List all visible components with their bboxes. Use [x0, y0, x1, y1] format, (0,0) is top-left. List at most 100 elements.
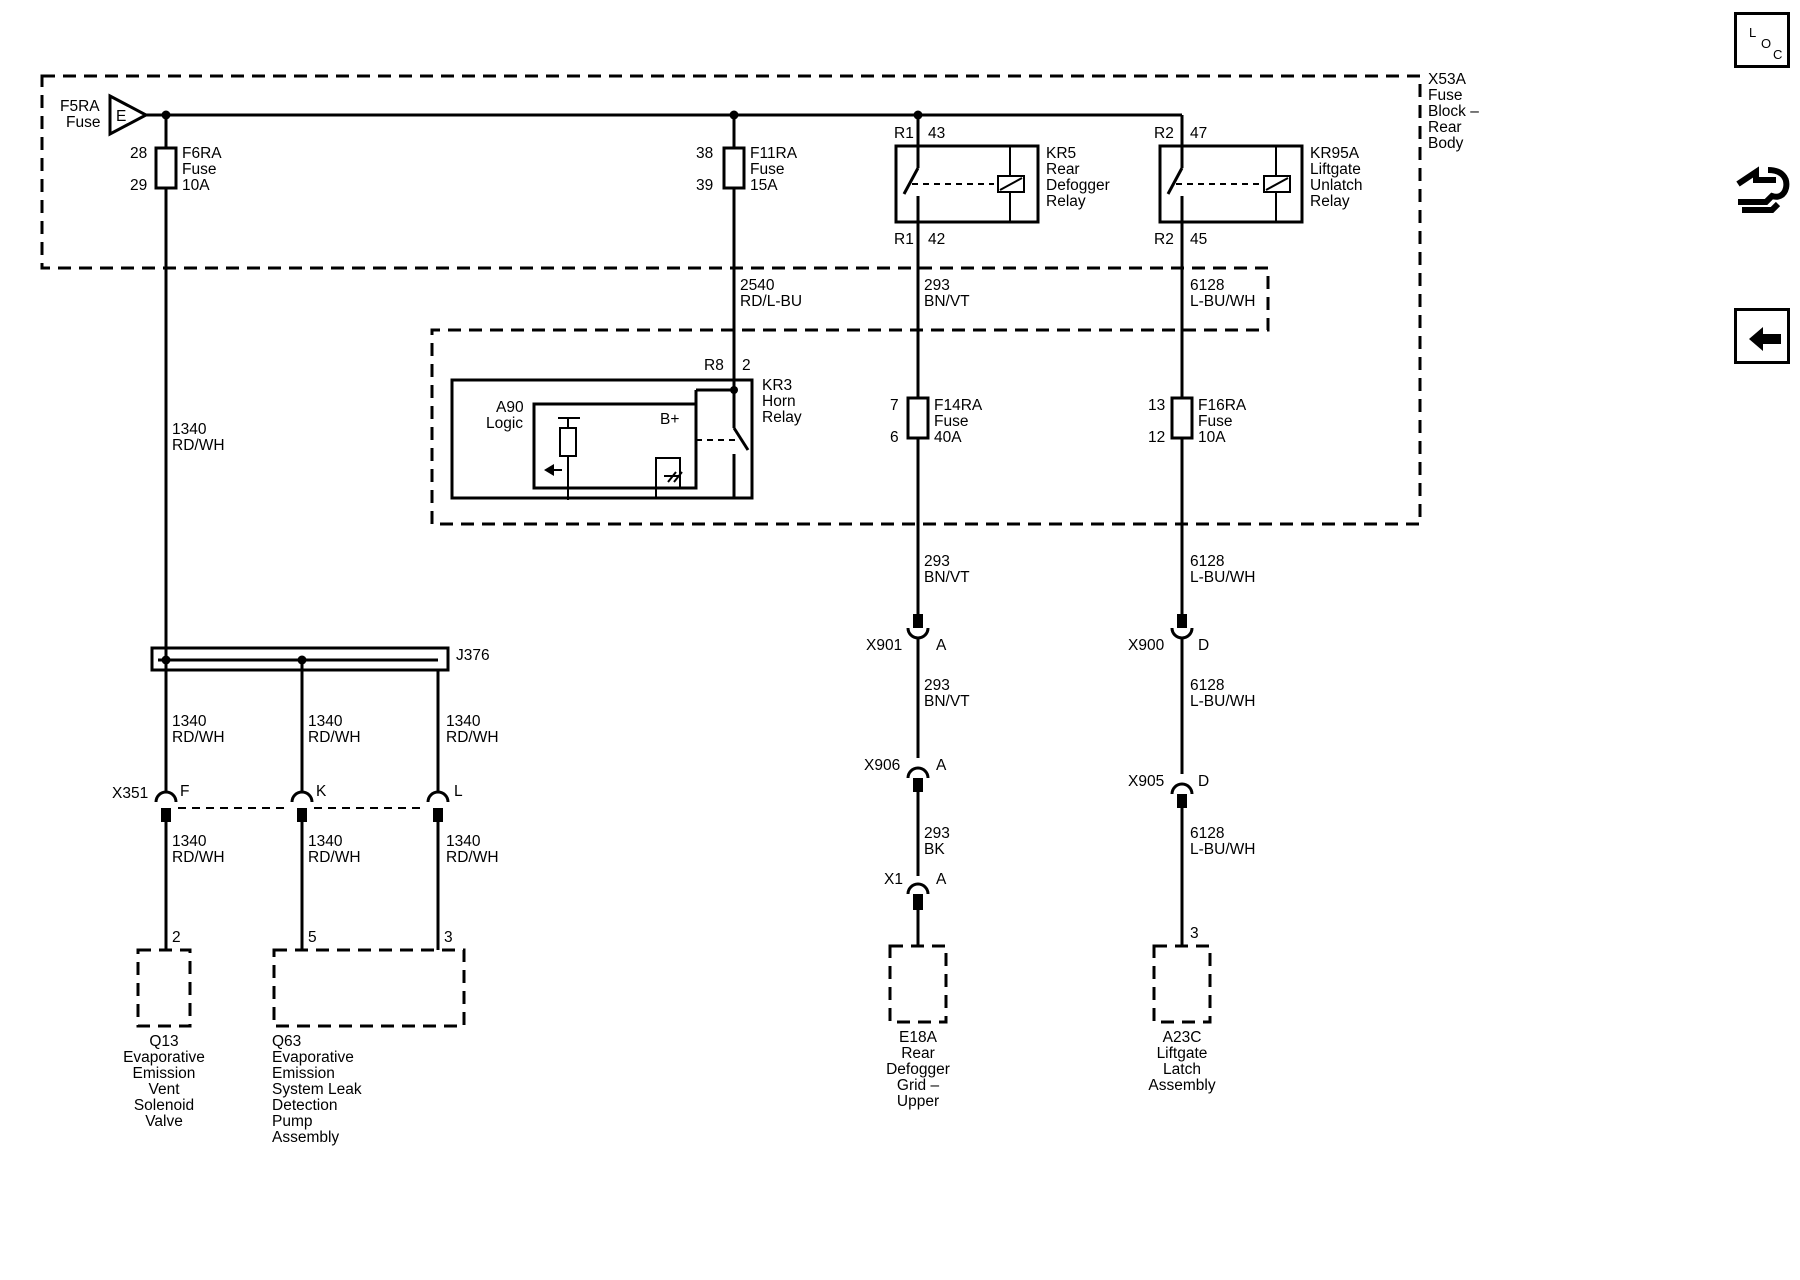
kr95a-word-2: Unlatch	[1310, 177, 1363, 194]
wire-1340-circuit-f: 1340	[308, 833, 343, 850]
feed-fuse-word: Fuse	[66, 114, 100, 131]
q63-word-1: Evaporative	[272, 1049, 354, 1066]
x900-pin: D	[1198, 637, 1209, 654]
kr95a-bottom-connector: R2	[1154, 231, 1174, 248]
wire-1340-color-f: RD/WH	[308, 849, 361, 866]
feed-fuse-name: F5RA	[60, 98, 100, 115]
kr95a-word-3: Relay	[1310, 193, 1350, 210]
x905-pin: D	[1198, 773, 1209, 790]
horn-relay-switch	[732, 427, 750, 451]
fuse-block-label-4: Rear	[1428, 119, 1462, 136]
kr5-bottom-pin: 42	[928, 231, 945, 248]
q63-word-6: Assembly	[272, 1129, 339, 1146]
x901-name: X901	[866, 637, 902, 654]
q63-name: Q63	[272, 1033, 301, 1050]
wire-293-color-a: BN/VT	[924, 293, 970, 310]
f16ra-name: F16RA	[1198, 397, 1247, 414]
kr95a-top-pin: 47	[1190, 125, 1207, 142]
a90-bplus: B+	[660, 411, 679, 428]
splice-j376-label: J376	[456, 647, 490, 664]
f11ra-rating: 15A	[750, 177, 778, 194]
fuse-f14ra	[906, 396, 930, 440]
wire-6128-color-d: L-BU/WH	[1190, 841, 1255, 858]
kr95a-bottom-pin: 45	[1190, 231, 1207, 248]
component-e18a	[888, 944, 948, 1024]
kr95a-top-connector: R2	[1154, 125, 1174, 142]
a90-word: Logic	[486, 415, 523, 432]
fuse-f16ra	[1170, 396, 1194, 440]
f6ra-rating: 10A	[182, 177, 210, 194]
kr5-word-1: Rear	[1046, 161, 1080, 178]
fuse-block-label-2: Fuse	[1428, 87, 1462, 104]
q13-word-4: Solenoid	[134, 1097, 194, 1114]
fuse-block-outline	[40, 74, 1422, 526]
x351-name: X351	[112, 785, 148, 802]
q13-word-1: Evaporative	[123, 1049, 205, 1066]
wire-6128-circuit-a: 6128	[1190, 277, 1224, 294]
kr95a-name: KR95A	[1310, 145, 1360, 162]
q13-pin: 2	[172, 929, 181, 946]
loc-letter-o: O	[1761, 36, 1771, 51]
x905-name: X905	[1128, 773, 1164, 790]
f11ra-name: F11RA	[750, 145, 798, 162]
q63-pin-3: 3	[444, 929, 453, 946]
wire-1340-color-d: RD/WH	[446, 729, 499, 746]
kr3-pin-number: 2	[742, 357, 751, 374]
a23c-word-2: Latch	[1163, 1061, 1201, 1078]
back-button[interactable]	[1734, 308, 1790, 364]
kr5-name: KR5	[1046, 145, 1076, 162]
wire-293-color-c: BN/VT	[924, 693, 970, 710]
kr3-word-2: Relay	[762, 409, 802, 426]
fuse-block-label-1: X53A	[1428, 71, 1467, 88]
a23c-name: A23C	[1163, 1029, 1202, 1046]
kr3-word-1: Horn	[762, 393, 796, 410]
kr3-pin-connector: R8	[704, 357, 724, 374]
horn-relay-module	[450, 378, 754, 500]
q63-word-3: System Leak	[272, 1081, 362, 1098]
component-q63	[272, 948, 466, 1028]
q13-name: Q13	[149, 1033, 178, 1050]
wire-6128-circuit-c: 6128	[1190, 677, 1224, 694]
a23c-word-1: Liftgate	[1157, 1045, 1208, 1062]
wire-293-circuit-a: 293	[924, 277, 950, 294]
loc-letter-c: C	[1773, 47, 1782, 62]
wire-1340-color-a: RD/WH	[172, 437, 225, 454]
loc-letter-l: L	[1749, 25, 1756, 40]
wire-1340-circuit-e: 1340	[172, 833, 207, 850]
wire-1340-color-b: RD/WH	[172, 729, 225, 746]
e18a-word-1: Rear	[901, 1045, 935, 1062]
wire-1340-color-c: RD/WH	[308, 729, 361, 746]
kr5-top-pin: 43	[928, 125, 945, 142]
wire-293-circuit-c: 293	[924, 677, 950, 694]
q13-word-3: Vent	[148, 1081, 180, 1098]
feed-terminal-letter: E	[116, 108, 126, 125]
x351-pin-k: K	[316, 783, 327, 800]
wire-1340-circuit-c: 1340	[308, 713, 343, 730]
location-button[interactable]: L O C	[1734, 12, 1790, 68]
location-icon: L O C	[1749, 25, 1782, 62]
fuse-f11ra	[722, 146, 746, 190]
wire-2540-color: RD/L-BU	[740, 293, 802, 310]
wire-293-color-b: BN/VT	[924, 569, 970, 586]
kr5-top-connector: R1	[894, 125, 914, 142]
wire-1340-circuit-b: 1340	[172, 713, 207, 730]
wire-6128-color-b: L-BU/WH	[1190, 569, 1255, 586]
relay-kr5	[894, 144, 1040, 224]
wire-293-circuit-b: 293	[924, 553, 950, 570]
f11ra-word: Fuse	[750, 161, 784, 178]
wire-2540-circuit: 2540	[740, 277, 775, 294]
f6ra-word: Fuse	[182, 161, 216, 178]
a23c-word-3: Assembly	[1148, 1077, 1215, 1094]
e18a-word-4: Upper	[897, 1093, 939, 1110]
x906-name: X906	[864, 757, 900, 774]
x1-name: X1	[884, 871, 903, 888]
f14ra-pin-bottom: 6	[890, 429, 899, 446]
q13-word-5: Valve	[145, 1113, 183, 1130]
a90-logic-block	[532, 402, 698, 490]
relay-kr95a	[1158, 144, 1304, 224]
e18a-word-2: Defogger	[886, 1061, 950, 1078]
connector-button[interactable]	[1732, 162, 1792, 222]
fuse-block-label-5: Body	[1428, 135, 1464, 152]
f14ra-word: Fuse	[934, 413, 968, 430]
f6ra-pin-top: 28	[130, 145, 147, 162]
